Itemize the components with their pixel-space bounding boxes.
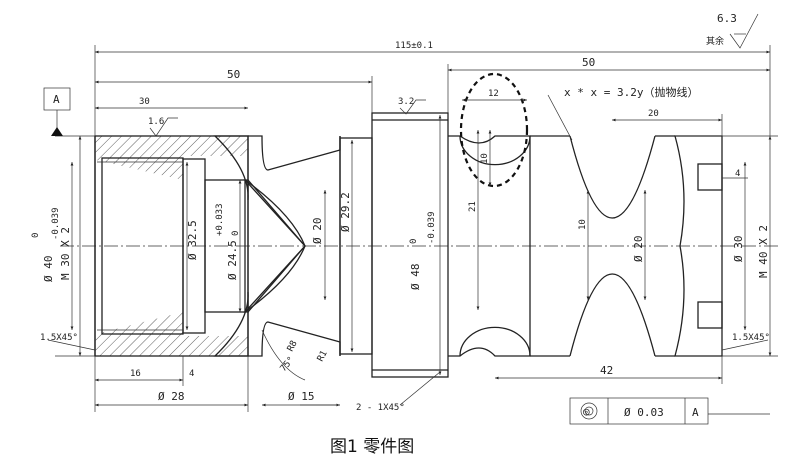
dimension-lines	[47, 45, 778, 415]
dim-20-groove: Ø 20	[632, 236, 645, 263]
chamfer-right: 1.5X45°	[732, 333, 770, 343]
surface-finish-note: 其余	[706, 35, 724, 47]
dim-40-tol-upper: 0	[31, 233, 41, 238]
dim-50-right: 50	[582, 56, 595, 69]
dim-30: Ø 30	[732, 236, 745, 263]
dim-30: 30	[139, 97, 150, 107]
dim-12: 12	[488, 89, 499, 99]
dim-21: 21	[468, 201, 478, 212]
tolerance-symbol: ◎	[583, 405, 590, 418]
dim-20-bore: Ø 20	[311, 218, 324, 245]
dim-42: 42	[600, 364, 613, 377]
dim-24-5-tol-upper: +0.033	[215, 203, 225, 236]
dim-24-5: Ø 24.5	[226, 240, 239, 280]
dim-48-tol-upper: 0	[409, 239, 419, 244]
dim-15: Ø 15	[288, 390, 315, 403]
roughness-1-6: 1.6	[148, 117, 164, 127]
tolerance-value: Ø 0.03	[624, 406, 664, 419]
dim-32-5: Ø 32.5	[186, 220, 199, 260]
dim-10-top: 10	[480, 153, 490, 164]
detail-ellipse	[459, 72, 529, 188]
roughness-symbols	[149, 13, 759, 137]
tolerance-frame	[569, 397, 709, 425]
surface-finish-value: 6.3	[717, 12, 737, 25]
datum-marker	[43, 87, 71, 136]
dim-24-5-tol-lower: 0	[231, 231, 241, 236]
grooved-shaft	[448, 135, 675, 357]
caption: 图1 零件图	[330, 437, 414, 457]
dim-40: Ø 40	[42, 256, 55, 283]
dim-4-bottom: 4	[189, 369, 194, 379]
dim-48: Ø 48	[409, 264, 422, 291]
dim-16: 16	[130, 369, 141, 379]
dim-10-groove: 10	[578, 219, 588, 230]
collar-48	[371, 112, 449, 378]
chamfer-mid: 2 - 1X45°	[356, 403, 405, 413]
overall-length: 115±0.1	[395, 41, 433, 51]
angle-75: 75°	[279, 355, 297, 374]
thread-m40: M 40 X 2	[757, 225, 770, 278]
dim-29-2: Ø 29.2	[339, 192, 352, 232]
right-end-section	[674, 135, 723, 357]
dim-20-top: 20	[648, 109, 659, 119]
dim-40-tol-lower: -0.039	[51, 207, 61, 240]
dim-28: Ø 28	[158, 390, 185, 403]
chamfer-left: 1.5X45°	[40, 333, 78, 343]
radius-r1: R1	[316, 349, 330, 363]
dim-50-left: 50	[227, 68, 240, 81]
thread-m30: M 30 X 2	[59, 227, 72, 280]
datum-label: A	[53, 93, 60, 106]
radius-r8: R8	[286, 339, 300, 353]
dim-4-slot: 4	[735, 169, 740, 179]
tolerance-datum: A	[692, 406, 699, 419]
dim-48-tol-lower: -0.039	[427, 211, 437, 244]
parabola-note: x * x = 3.2y（抛物线）	[564, 85, 698, 99]
roughness-3-2: 3.2	[398, 97, 414, 107]
